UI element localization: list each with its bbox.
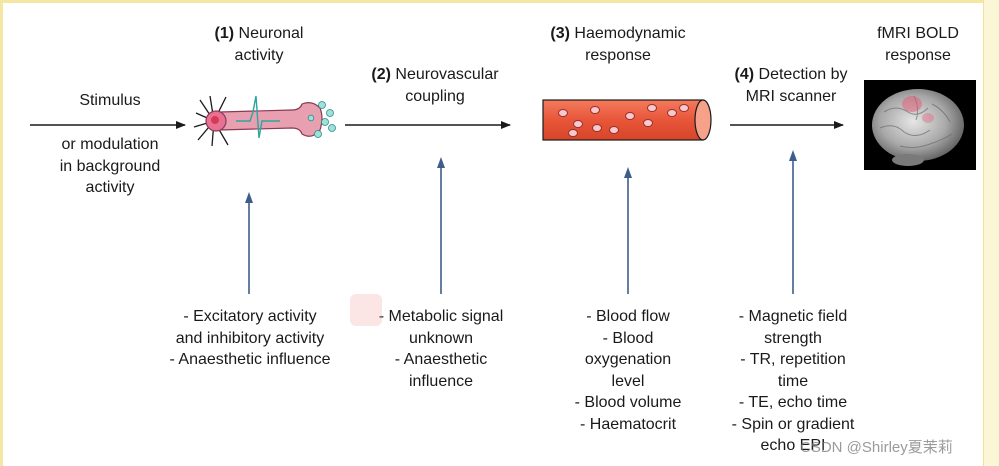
stimulus-alt-line-3: activity [85,179,135,196]
stage4-title-text: Detection by [758,66,848,83]
factor-arrowhead-2 [437,157,445,168]
stage2-title-text: Neurovascular [395,66,499,83]
watermark-logo-icon [350,294,382,326]
factor-line: - Metabolic signal [378,308,504,325]
factor-line: influence [408,372,474,390]
stage4-title-text-2: MRI scanner [745,87,837,105]
stimulus-label: Stimulus [79,92,141,109]
factor-line: - Excitatory activity [183,308,317,325]
factor-line: - TR, repetition [740,351,846,368]
factor-line: unknown [408,329,474,347]
stimulus-alternative: or modulation in background activity [35,134,185,199]
factor-line: - Magnetic field [738,308,848,325]
factor-line: level [611,372,645,390]
factors-haemodynamic: - Blood flow - Blood oxygenation level -… [560,306,696,435]
stage1-title: (1) Neuronal activity [200,23,318,66]
factor-arrows [245,150,797,294]
factor-line: oxygenation [584,351,672,368]
frame-right-panel [984,0,999,466]
stage5-title-text-2: response [885,46,951,64]
fmri-brain-image [864,80,976,170]
factor-line: - Blood volume [574,394,682,411]
stage2-title-text-2: coupling [405,87,465,105]
factor-line: - Haematocrit [579,415,677,433]
stage3-title-text: Haemodynamic [574,25,686,42]
stimulus-alt-line-1: or modulation [61,136,159,153]
factor-arrowhead-3 [624,167,632,178]
stage2-title: (2) Neurovascular coupling [355,64,515,107]
stage1-title-text: Neuronal [238,25,304,42]
stage3-title: (3) Haemodynamic response [535,23,701,66]
factor-line: echo EPI [760,437,826,454]
factor-line: - Blood flow [586,308,670,325]
blood-vessel-illustration [542,99,712,141]
stage5-title: fMRI BOLD response [858,23,978,66]
frame-top-border [0,0,999,3]
factor-line: time [777,372,809,390]
factors-neuronal: - Excitatory activity and inhibitory act… [150,306,350,371]
stimulus-alt-line-2: in background [59,157,161,175]
factor-line: - TE, echo time [738,394,848,411]
stage5-title-text: fMRI BOLD [877,25,959,42]
stage1-title-text-2: activity [234,46,284,64]
stage3-number: (3) [550,25,570,42]
factors-neurovascular: - Metabolic signal unknown - Anaesthetic… [362,306,520,392]
factor-line: - Blood [602,329,654,347]
stage2-number: (2) [371,66,391,83]
stage4-title: (4) Detection by MRI scanner [720,64,862,107]
factor-line: - Anaesthetic [394,351,488,368]
watermark-text: CSDN @Shirley夏茉莉 [800,439,953,456]
factor-arrowhead-1 [245,192,253,203]
neuron-illustration [193,95,336,147]
stage4-number: (4) [734,66,755,83]
factors-detection: - Magnetic field strength - TR, repetiti… [716,306,870,457]
factor-arrowhead-4 [789,150,797,161]
factor-line: - Spin or gradient [731,415,855,433]
frame-left-border [0,0,3,466]
factor-line: and inhibitory activity [175,329,325,347]
factor-line: - Anaesthetic influence [169,351,331,368]
stage1-number: (1) [214,25,235,42]
stage3-title-text-2: response [585,46,651,64]
factor-line: strength [764,329,822,347]
